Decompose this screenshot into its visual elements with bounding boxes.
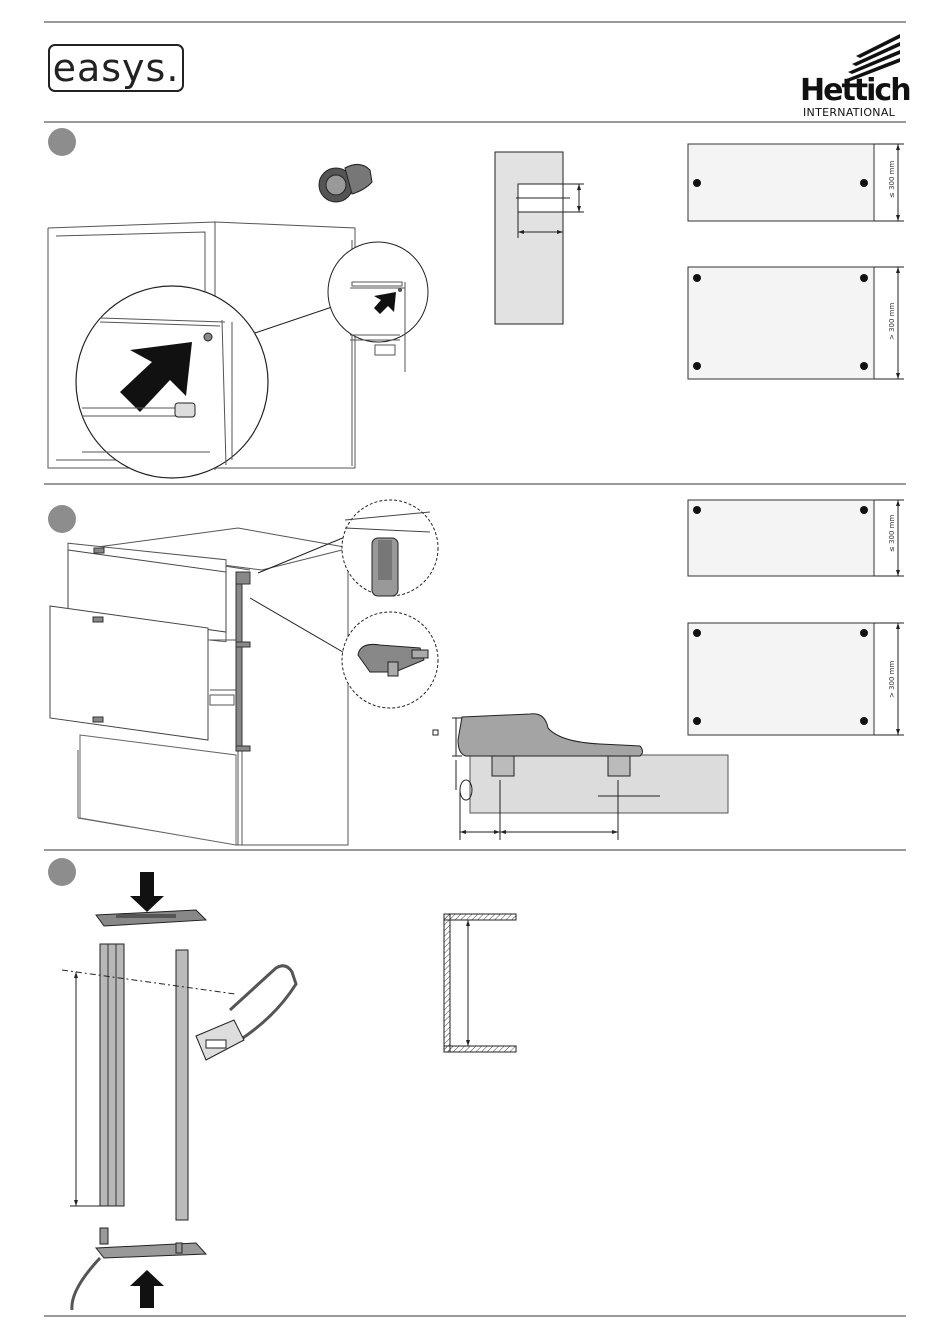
detail-circle-connector <box>342 612 438 708</box>
cover-strip <box>176 950 188 1220</box>
bottom-cap-part <box>72 1228 206 1310</box>
hacksaw-icon <box>196 966 296 1060</box>
front-panel-large-2 <box>688 623 904 735</box>
front-panel-large-1 <box>688 267 904 379</box>
detail-magnifier-small <box>328 242 428 372</box>
down-arrow-icon <box>130 872 164 912</box>
dim-label-large-2: > 300 mm <box>888 661 896 698</box>
cabinet-height-section <box>444 914 516 1052</box>
hettich-stripes-icon <box>844 34 900 82</box>
aluminium-profile <box>100 944 124 1206</box>
push-latch-icon <box>319 164 372 202</box>
dim-label-small-1: ≤ 300 mm <box>888 161 896 198</box>
detail-circle-rail <box>342 500 438 596</box>
top-cap-part <box>96 910 206 926</box>
length-dimension <box>62 970 235 1206</box>
dim-label-small-2: ≤ 300 mm <box>888 515 896 552</box>
connector-section-diagram <box>433 714 728 840</box>
drill-section-diagram <box>495 152 584 324</box>
front-panel-small-1 <box>688 144 904 221</box>
up-arrow-icon <box>130 1270 164 1308</box>
detail-magnifier-large <box>76 286 268 478</box>
dim-label-large-1: > 300 mm <box>888 303 896 340</box>
front-panel-small-2 <box>688 500 904 576</box>
